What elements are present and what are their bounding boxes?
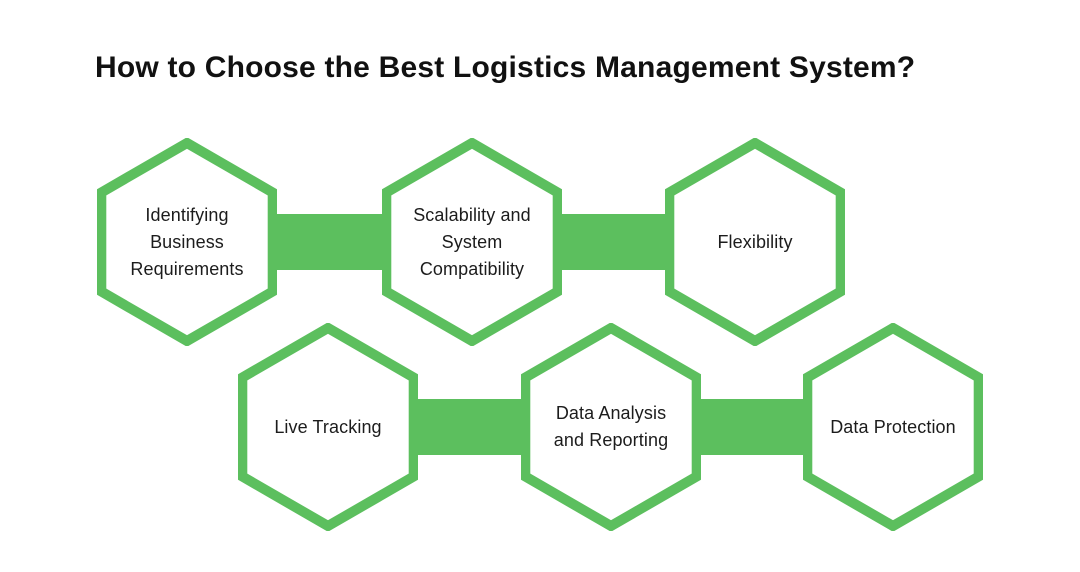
hexagon-label: Identifying Business Requirements xyxy=(130,204,244,279)
hexagon-label: Data Analysis and Reporting xyxy=(553,403,669,450)
hexagon-label: Scalability and System Compatibility xyxy=(413,204,531,279)
hexagon-identifying-business-requirements: Identifying Business Requirements xyxy=(97,138,277,346)
hexagon-outline-icon xyxy=(382,138,562,346)
hexagon-label: Data Protection xyxy=(830,416,956,437)
hexagon-live-tracking: Live Tracking xyxy=(238,323,418,531)
hexagon-outline-icon xyxy=(521,323,701,531)
hexagon-label: Flexibility xyxy=(717,231,793,252)
hexagon-outline-icon xyxy=(665,138,845,346)
hexagon-data-analysis-and-reporting: Data Analysis and Reporting xyxy=(521,323,701,531)
hexagon-outline-icon xyxy=(97,138,277,346)
page-title: How to Choose the Best Logistics Managem… xyxy=(95,51,916,84)
hexagon-outline-icon xyxy=(803,323,983,531)
hexagon-scalability-and-system-compatibility: Scalability and System Compatibility xyxy=(382,138,562,346)
hexagon-label: Live Tracking xyxy=(274,416,382,437)
hexagon-outline-icon xyxy=(238,323,418,531)
hexagon-data-protection: Data Protection xyxy=(803,323,983,531)
hexagon-flexibility: Flexibility xyxy=(665,138,845,346)
